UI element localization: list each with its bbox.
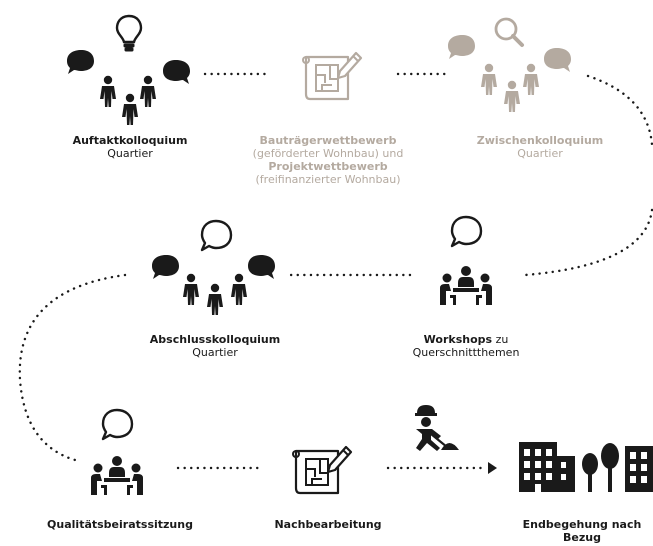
blueprint-icon [291,445,353,495]
person-icon [481,63,497,95]
stage-auftakt-label: Auftaktkolloquium Quartier [50,134,210,160]
stage-title-line1: Endbegehung nach [522,518,642,531]
person-icon [504,80,520,112]
construction-worker-icon [415,405,459,451]
stage-subtitle: Querschnittthemen [412,346,520,359]
stage-subtitle: Quartier [107,147,153,160]
connector-3 [586,74,653,147]
stage-title: Nachbearbeitung [274,518,382,531]
stage-abschluss-label: Abschlusskolloquium Quartier [135,333,295,359]
blueprint-icon [301,51,363,101]
stage-zwischen-label: Zwischenkolloquium Quartier [460,134,620,160]
speech-bubble-icon [101,408,134,441]
stage-title: Abschlusskolloquium [149,333,281,346]
review-meeting-icon [448,17,571,112]
stage-qualitaet-label: Qualitätsbeiratssitzung [40,518,200,531]
kickoff-meeting-icon [67,14,190,125]
stage-bautraeger-label: Bauträgerwettbewerb (geförderter Wohnbau… [233,134,423,186]
speech-bubble-icon [67,50,94,74]
lightbulb-icon [115,14,143,53]
person-icon [122,93,138,125]
stage-title: Workshops [423,333,493,346]
speech-bubble-icon [163,60,190,84]
connector-6 [18,273,127,462]
workshop-table-icon [440,215,492,305]
speech-bubble-icon [200,219,233,252]
stage-text: (freifinanzierter Wohnbau) [255,173,401,186]
speech-bubble-icon [248,255,275,279]
person-icon [523,63,539,95]
person-icon [183,273,199,305]
speech-bubble-icon [152,255,179,279]
stage-workshops-label: Workshops zu Querschnittthemen [386,333,546,359]
stage-title-suffix: zu [492,333,509,346]
connector-4 [523,208,653,277]
stage-title: Projektwettbewerb [268,160,388,173]
stage-title-line2: Bezug [563,531,601,544]
stage-endbegehung-label: Endbegehung nach Bezug [513,518,651,544]
person-icon [207,283,223,315]
arrowhead [488,462,497,474]
stage-title: Zwischenkolloquium [476,134,604,147]
stage-title: Auftaktkolloquium [72,134,188,147]
stage-title: Qualitätsbeiratssitzung [47,518,193,531]
speech-bubble-icon [544,48,571,72]
stage-subtitle: Quartier [517,147,563,160]
stage-nachbearbeitung-label: Nachbearbeitung [248,518,408,531]
closing-meeting-icon [152,219,275,315]
stage-title: Bauträgerwettbewerb [259,134,397,147]
connector-paths [18,72,653,470]
person-icon [140,75,156,107]
board-meeting-icon [91,408,143,495]
speech-bubble-icon [450,215,483,248]
person-icon [231,273,247,305]
stage-subtitle: Quartier [192,346,238,359]
stage-text: (geförderter Wohnbau) und [252,147,404,160]
speech-bubble-icon [448,35,475,59]
magnifier-icon [494,17,524,47]
buildings-trees-icon [519,442,653,492]
person-icon [100,75,116,107]
